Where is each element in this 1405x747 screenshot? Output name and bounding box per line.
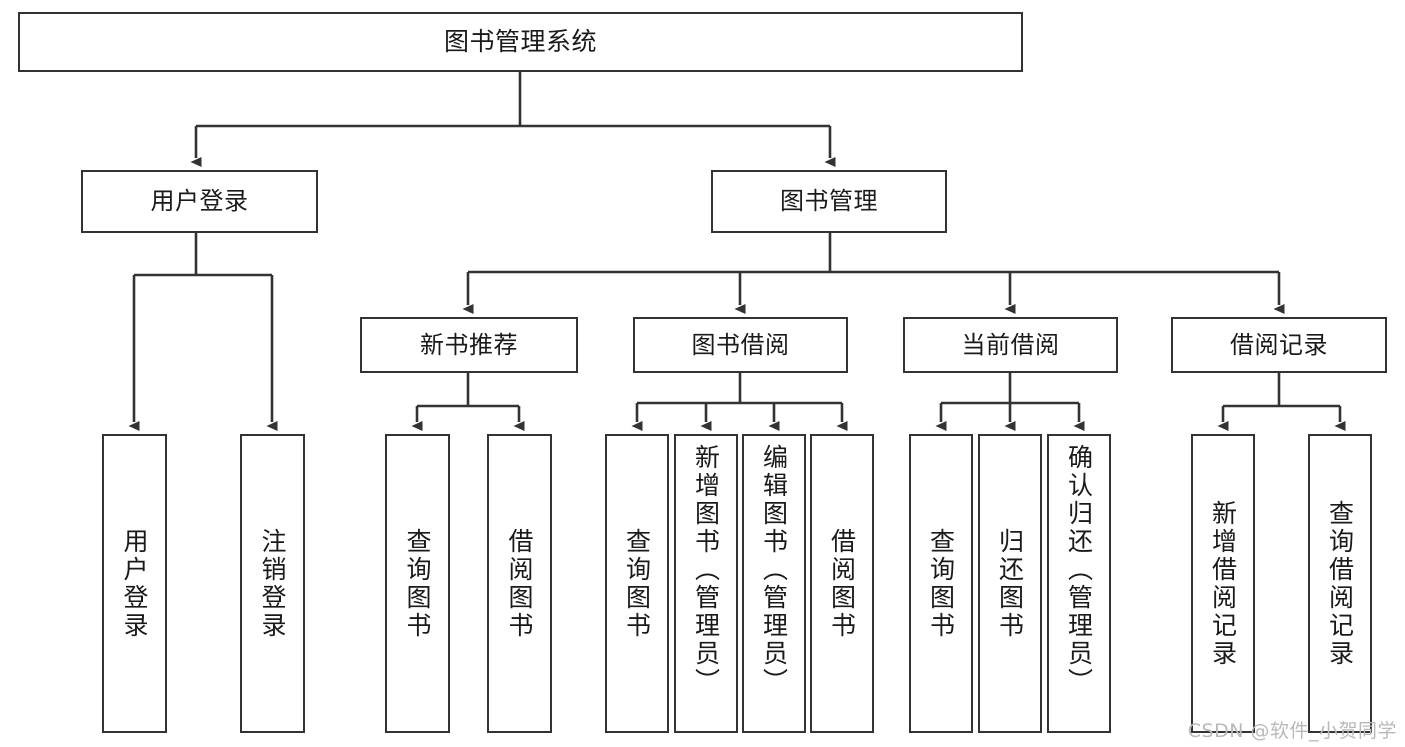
leaf-user-login-login[interactable]: 用户登录 (102, 434, 167, 733)
watermark-text: CSDN @软件_小贺同学 (1187, 720, 1397, 742)
node-new-book-recommend-label: 新书推荐 (420, 330, 518, 359)
leaf-current-query-book-label: 查询图书 (926, 527, 956, 640)
node-book-management-label: 图书管理 (780, 187, 878, 216)
leaf-borrow-add-book-label: 新增图书（管理员） (691, 444, 721, 696)
leaf-borrow-query-book-label: 查询图书 (622, 527, 652, 640)
node-book-borrow-label: 图书借阅 (691, 330, 790, 359)
leaf-borrow-query-book[interactable]: 查询图书 (605, 434, 669, 733)
leaf-record-query-label: 查询借阅记录 (1325, 499, 1355, 668)
leaf-record-add-label: 新增借阅记录 (1208, 499, 1238, 668)
leaf-new-book-borrow-label: 借阅图书 (505, 527, 534, 640)
leaf-user-login-logout-label: 注销登录 (258, 527, 287, 640)
leaf-new-book-query-label: 查询图书 (403, 527, 432, 640)
node-book-management[interactable]: 图书管理 (711, 170, 947, 233)
node-current-borrow-label: 当前借阅 (961, 330, 1060, 359)
node-borrow-record[interactable]: 借阅记录 (1171, 317, 1387, 373)
leaf-current-return-book[interactable]: 归还图书 (978, 434, 1042, 733)
leaf-current-return-book-label: 归还图书 (995, 527, 1025, 640)
leaf-borrow-borrow-book[interactable]: 借阅图书 (810, 434, 874, 733)
leaf-new-book-borrow[interactable]: 借阅图书 (487, 434, 552, 733)
leaf-current-confirm-return-label: 确认归还（管理员） (1064, 444, 1094, 696)
node-user-login[interactable]: 用户登录 (81, 170, 318, 233)
leaf-borrow-edit-book[interactable]: 编辑图书（管理员） (742, 434, 806, 733)
leaf-user-login-login-label: 用户登录 (120, 527, 149, 640)
node-user-login-label: 用户登录 (150, 187, 249, 216)
leaf-borrow-add-book[interactable]: 新增图书（管理员） (674, 434, 738, 733)
leaf-current-confirm-return[interactable]: 确认归还（管理员） (1047, 434, 1111, 733)
leaf-new-book-query[interactable]: 查询图书 (385, 434, 450, 733)
leaf-user-login-logout[interactable]: 注销登录 (240, 434, 305, 733)
leaf-borrow-borrow-book-label: 借阅图书 (827, 527, 857, 640)
leaf-record-add[interactable]: 新增借阅记录 (1191, 434, 1255, 733)
node-book-borrow[interactable]: 图书借阅 (633, 317, 848, 373)
node-new-book-recommend[interactable]: 新书推荐 (360, 317, 578, 373)
leaf-current-query-book[interactable]: 查询图书 (909, 434, 973, 733)
leaf-borrow-edit-book-label: 编辑图书（管理员） (759, 444, 789, 696)
node-root-system[interactable]: 图书管理系统 (18, 12, 1023, 72)
node-root-label: 图书管理系统 (443, 27, 597, 57)
leaf-record-query[interactable]: 查询借阅记录 (1308, 434, 1372, 733)
node-current-borrow[interactable]: 当前借阅 (903, 317, 1118, 373)
node-borrow-record-label: 借阅记录 (1230, 330, 1328, 359)
